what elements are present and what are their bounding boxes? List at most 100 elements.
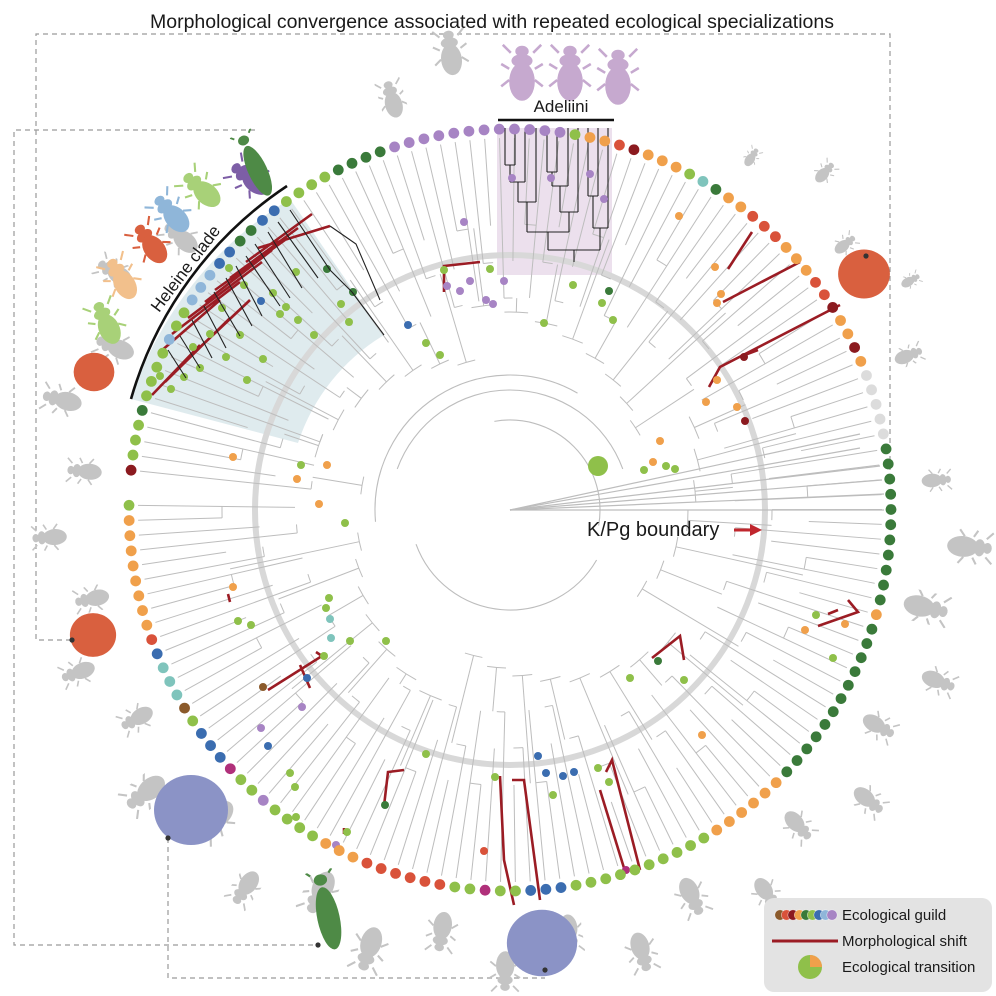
tip-guild-dot bbox=[736, 807, 748, 818]
transition-node bbox=[323, 265, 331, 273]
transition-node bbox=[534, 752, 542, 760]
transition-node bbox=[508, 174, 516, 182]
transition-node bbox=[547, 174, 555, 182]
tip-guild-dot bbox=[178, 307, 190, 319]
tip-guild-dot bbox=[346, 157, 358, 169]
tip-guild-dot bbox=[319, 171, 331, 183]
tip-guild-dot bbox=[179, 702, 190, 714]
transition-node bbox=[222, 353, 230, 361]
blue-orb-beetle-icon bbox=[154, 775, 578, 977]
tip-guild-dot bbox=[320, 838, 332, 849]
tip-guild-dot bbox=[479, 884, 491, 896]
tip-guild-dot bbox=[269, 804, 281, 816]
tip-guild-dot bbox=[524, 124, 536, 135]
tip-guild-dot bbox=[781, 766, 793, 778]
transition-node bbox=[234, 617, 242, 625]
tip-guild-dot bbox=[723, 192, 734, 204]
tip-guild-dot bbox=[390, 868, 401, 879]
tip-guild-dot bbox=[375, 863, 387, 874]
tip-guild-dot bbox=[629, 864, 641, 876]
tip-guild-dot bbox=[307, 830, 318, 842]
kpg-arrow-icon bbox=[734, 524, 762, 536]
transition-node bbox=[829, 654, 837, 662]
tip-guild-dot bbox=[827, 302, 839, 313]
tip-guild-dot bbox=[125, 464, 137, 476]
tip-guild-dot bbox=[146, 634, 158, 645]
tip-guild-dot bbox=[827, 706, 839, 718]
transition-node bbox=[180, 373, 188, 381]
tip-guild-dot bbox=[478, 124, 490, 136]
transition-node bbox=[326, 615, 334, 623]
tip-guild-dot bbox=[554, 126, 566, 138]
transition-node bbox=[327, 634, 335, 642]
tip-guild-dot bbox=[124, 530, 136, 542]
tip-guild-dot bbox=[870, 609, 882, 621]
tip-guild-dot bbox=[614, 139, 625, 151]
tip-guild-dot bbox=[710, 184, 722, 195]
transition-node bbox=[649, 458, 657, 466]
tip-guild-dot bbox=[123, 515, 135, 526]
transition-node bbox=[542, 769, 550, 777]
transition-node bbox=[292, 813, 300, 821]
tip-guild-dot bbox=[842, 328, 854, 340]
transition-node bbox=[346, 637, 354, 645]
transition-node bbox=[240, 281, 248, 289]
tip-guild-dot bbox=[509, 123, 520, 135]
tip-guild-dot bbox=[123, 499, 135, 511]
tip-guild-dot bbox=[133, 590, 145, 602]
tip-guild-dot bbox=[759, 787, 771, 799]
tip-guild-dot bbox=[205, 740, 216, 751]
adeliini-clade-label: Adeliini bbox=[534, 97, 589, 116]
transition-node bbox=[349, 288, 357, 296]
dashed-connector-line bbox=[13, 33, 891, 979]
phylogeny-tree bbox=[138, 138, 883, 882]
tip-guild-dot bbox=[810, 731, 822, 743]
tip-guild-dot bbox=[136, 405, 148, 416]
tip-guild-dot bbox=[448, 127, 460, 139]
red-orb-beetle-icon bbox=[69, 249, 890, 657]
tip-guild-dot bbox=[874, 594, 886, 606]
tip-guild-dot bbox=[293, 187, 305, 199]
transition-node bbox=[341, 519, 349, 527]
transition-node bbox=[489, 300, 497, 308]
root-polytomy bbox=[509, 433, 885, 511]
tip-guild-dot bbox=[133, 419, 144, 431]
transition-node bbox=[269, 289, 277, 297]
tip-guild-dot bbox=[494, 885, 506, 897]
tip-guild-dot bbox=[810, 276, 821, 288]
transition-node bbox=[540, 319, 548, 327]
tip-guild-dot bbox=[306, 179, 318, 191]
tip-guild-dot bbox=[510, 885, 521, 897]
tip-guild-dot bbox=[204, 269, 216, 281]
transition-node bbox=[460, 218, 468, 226]
tip-guild-dot bbox=[818, 289, 830, 301]
transition-node bbox=[264, 742, 272, 750]
transition-node bbox=[297, 461, 305, 469]
tip-guild-dot bbox=[157, 662, 169, 674]
tip-guild-dot bbox=[374, 146, 386, 158]
tip-guild-dot bbox=[389, 141, 400, 153]
transition-node bbox=[259, 355, 267, 363]
transition-node bbox=[549, 791, 557, 799]
legend-shift-label: Morphological shift bbox=[842, 933, 968, 950]
tip-guild-dot bbox=[861, 638, 873, 649]
tip-guild-dot bbox=[130, 575, 142, 587]
tip-guild-dot bbox=[224, 763, 236, 775]
tip-guild-dot bbox=[671, 847, 683, 858]
transition-node bbox=[404, 321, 412, 329]
transition-node bbox=[596, 462, 604, 470]
tip-guild-dot bbox=[141, 619, 153, 631]
tip-guild-dot bbox=[585, 876, 597, 888]
transition-node bbox=[156, 372, 164, 380]
transition-node bbox=[229, 453, 237, 461]
transition-node bbox=[381, 801, 389, 809]
tip-guild-dot bbox=[874, 413, 886, 425]
tip-guild-dot bbox=[656, 155, 668, 167]
transition-node bbox=[325, 594, 333, 602]
ecological-guild-tips bbox=[123, 123, 897, 897]
tip-guild-dot bbox=[657, 853, 669, 865]
tip-guild-dot bbox=[723, 816, 735, 827]
tip-guild-dot bbox=[882, 458, 894, 470]
transition-node bbox=[276, 310, 284, 318]
